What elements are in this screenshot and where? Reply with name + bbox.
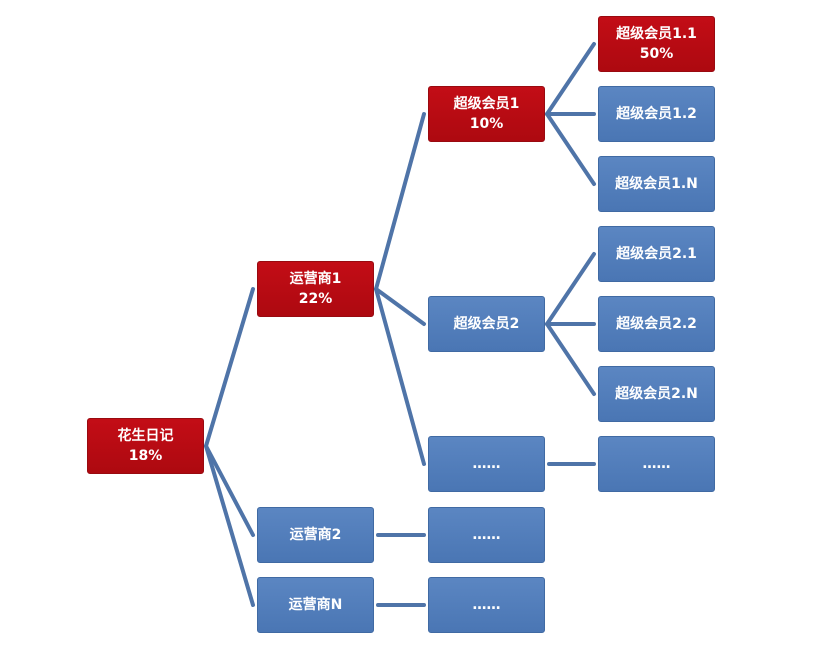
node-label: 超级会员1.1 bbox=[616, 26, 697, 42]
node-ellipsis-operator-2: …… bbox=[428, 507, 545, 563]
node-label: 超级会员1.N bbox=[615, 176, 698, 192]
node-percentage: 18% bbox=[128, 448, 163, 464]
node-label: 花生日记 bbox=[117, 428, 174, 444]
connector-sm2-s2n bbox=[545, 322, 596, 396]
connector-op1-ellipsis bbox=[374, 287, 426, 466]
connector-op1-sm1 bbox=[374, 112, 426, 291]
node-super-member-2-2: 超级会员2.2 bbox=[598, 296, 715, 352]
node-super-member-2: 超级会员2 bbox=[428, 296, 545, 352]
connector-sm1-s1n bbox=[545, 112, 596, 186]
connector-root-op2 bbox=[204, 444, 255, 537]
node-super-member-1-1: 超级会员1.1 50% bbox=[598, 16, 715, 72]
node-super-member-2-n: 超级会员2.N bbox=[598, 366, 715, 422]
node-percentage: 10% bbox=[469, 116, 504, 132]
node-label: 超级会员1.2 bbox=[616, 106, 697, 122]
node-operator-2: 运营商2 bbox=[257, 507, 374, 563]
connector-sm2-s21 bbox=[545, 252, 596, 326]
node-root-huashengriji: 花生日记 18% bbox=[87, 418, 204, 474]
node-label: 运营商N bbox=[288, 597, 343, 613]
node-label: 运营商1 bbox=[289, 271, 342, 287]
node-label: 超级会员2.2 bbox=[616, 316, 697, 332]
connector-root-op1 bbox=[204, 287, 255, 448]
node-label: 超级会员2.N bbox=[615, 386, 698, 402]
node-percentage: 22% bbox=[298, 291, 333, 307]
node-label: …… bbox=[642, 456, 671, 472]
connector-op1-sm2 bbox=[374, 287, 426, 326]
connector-sm1-s11 bbox=[545, 42, 596, 116]
node-ellipsis-operator-1: …… bbox=[428, 436, 545, 492]
connector-root-opn bbox=[204, 444, 255, 607]
node-label: …… bbox=[472, 456, 501, 472]
node-label: …… bbox=[472, 527, 501, 543]
node-operator-n: 运营商N bbox=[257, 577, 374, 633]
node-super-member-1-2: 超级会员1.2 bbox=[598, 86, 715, 142]
node-label: 超级会员1 bbox=[453, 96, 520, 112]
node-super-member-1: 超级会员1 10% bbox=[428, 86, 545, 142]
node-label: 超级会员2 bbox=[453, 316, 520, 332]
node-operator-1: 运营商1 22% bbox=[257, 261, 374, 317]
node-super-member-1-n: 超级会员1.N bbox=[598, 156, 715, 212]
node-label: …… bbox=[472, 597, 501, 613]
node-percentage: 50% bbox=[639, 46, 674, 62]
node-ellipsis-operator-n: …… bbox=[428, 577, 545, 633]
node-label: 超级会员2.1 bbox=[616, 246, 697, 262]
node-super-member-2-1: 超级会员2.1 bbox=[598, 226, 715, 282]
node-ellipsis-level-3: …… bbox=[598, 436, 715, 492]
node-label: 运营商2 bbox=[289, 527, 342, 543]
